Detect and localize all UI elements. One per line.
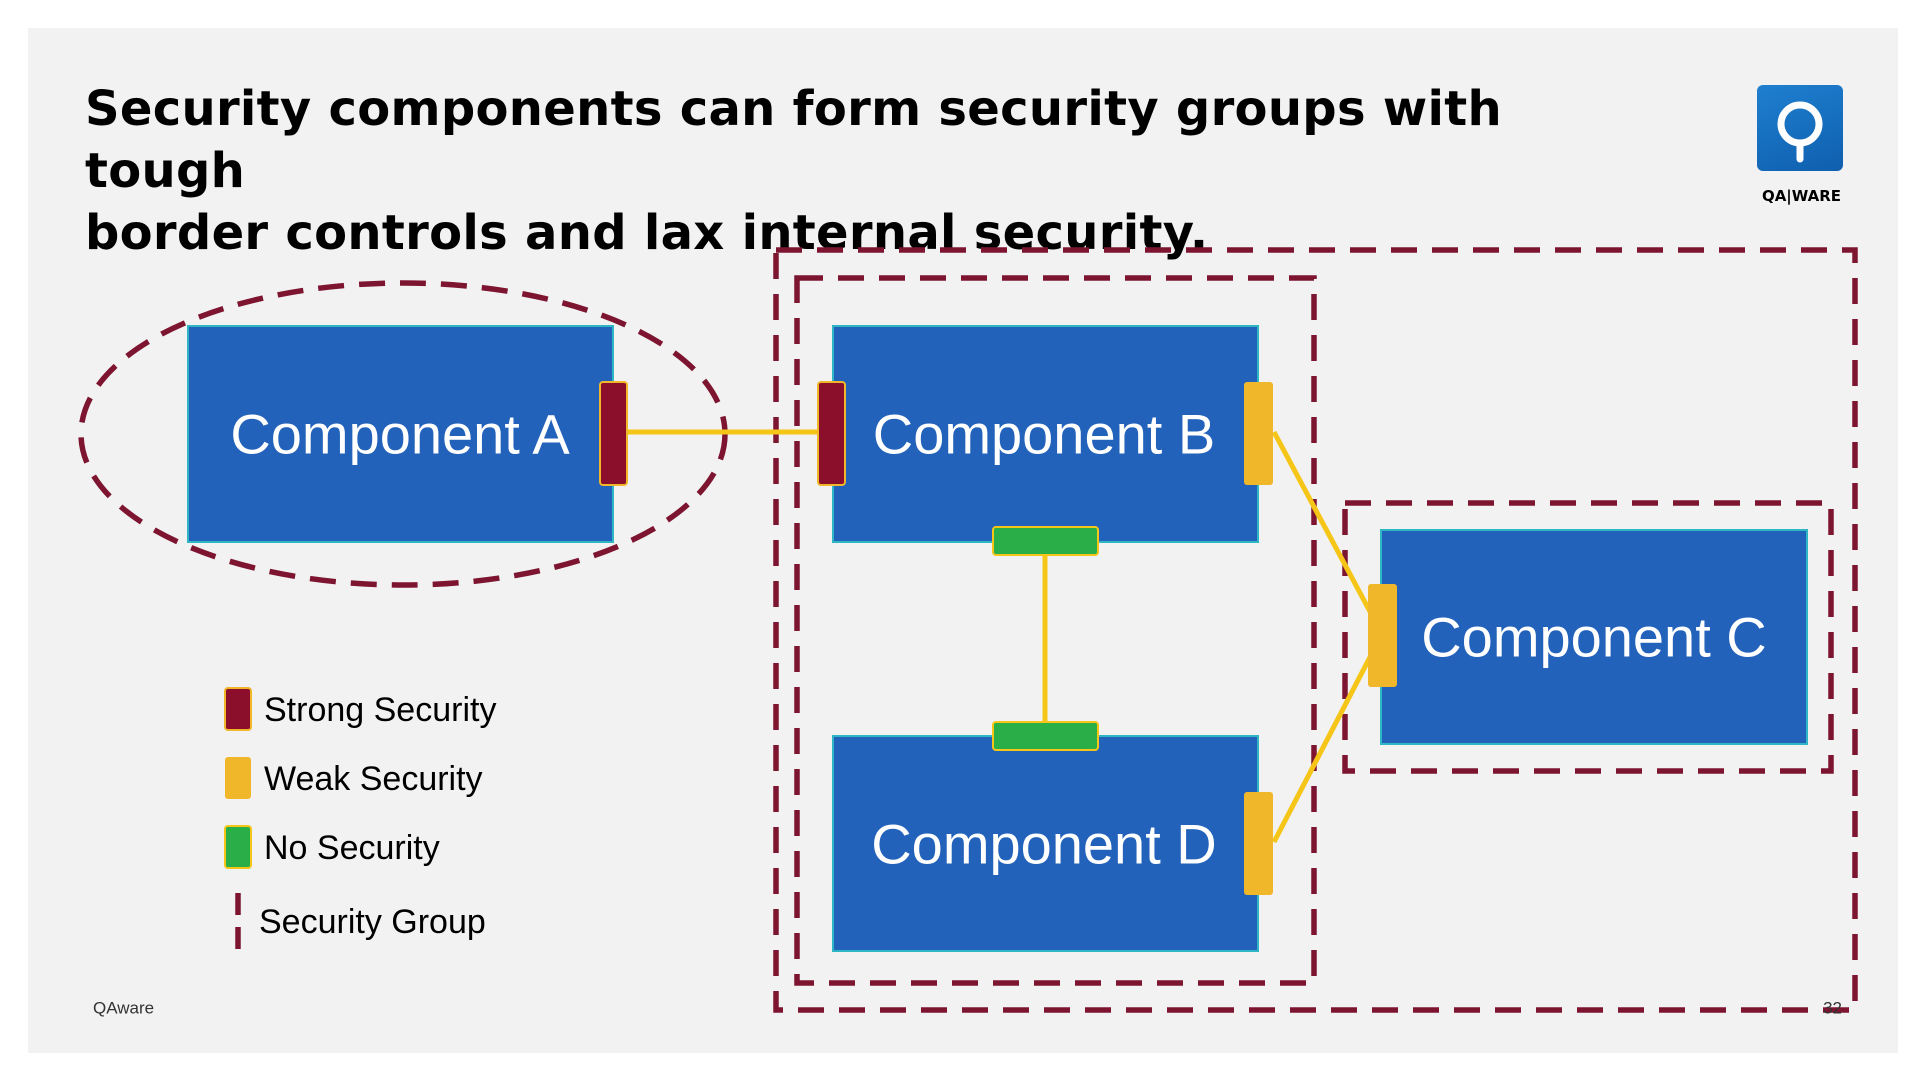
- weak-port-b: [1244, 382, 1273, 485]
- qaware-logo: QA|WARE: [1757, 85, 1846, 209]
- page-number: 32: [1823, 999, 1842, 1018]
- component-a: Component A: [187, 325, 614, 543]
- component-c-label: Component C: [1421, 606, 1767, 669]
- legend-group-label: Security Group: [259, 903, 486, 941]
- component-b-label: Component B: [873, 403, 1215, 466]
- slide-title: Security components can form security gr…: [85, 78, 1605, 264]
- security-group-bd: [794, 275, 1317, 986]
- strong-port-b: [817, 381, 846, 486]
- component-c: Component C: [1380, 529, 1808, 745]
- title-line-2: border controls and lax internal securit…: [85, 205, 1209, 261]
- legend-none-swatch: [224, 825, 252, 869]
- component-c-box: [1380, 529, 1808, 745]
- legend: Strong Security Weak Security No Securit…: [224, 687, 496, 953]
- security-group-outer: [773, 247, 1858, 1013]
- weak-port-c: [1368, 584, 1397, 687]
- component-b-box: [832, 325, 1259, 543]
- qaware-logo-text: QA|WARE: [1761, 187, 1842, 205]
- title-line-1: Security components can form security gr…: [85, 81, 1502, 199]
- qaware-logo-icon: [1777, 101, 1823, 163]
- component-b: Component B: [832, 325, 1259, 543]
- connector-b-c: [1271, 430, 1385, 636]
- legend-strong-label: Strong Security: [264, 691, 496, 729]
- legend-strong-swatch: [224, 687, 252, 731]
- none-port-b: [992, 526, 1099, 556]
- strong-port-a: [599, 381, 628, 486]
- component-d: Component D: [832, 735, 1259, 952]
- footer-company: QAware: [93, 999, 154, 1018]
- component-a-box: [187, 325, 614, 543]
- weak-port-d: [1244, 792, 1273, 895]
- component-d-box: [832, 735, 1259, 952]
- legend-weak-label: Weak Security: [264, 760, 483, 798]
- connector-d-c: [1271, 632, 1385, 844]
- component-d-label: Component D: [871, 813, 1217, 876]
- qaware-logo-tile: [1757, 85, 1843, 171]
- legend-weak-swatch: [225, 757, 251, 799]
- none-port-d: [992, 721, 1099, 751]
- legend-none-label: No Security: [264, 829, 440, 867]
- security-group-c: [1342, 500, 1834, 774]
- component-a-label: Component A: [230, 403, 570, 466]
